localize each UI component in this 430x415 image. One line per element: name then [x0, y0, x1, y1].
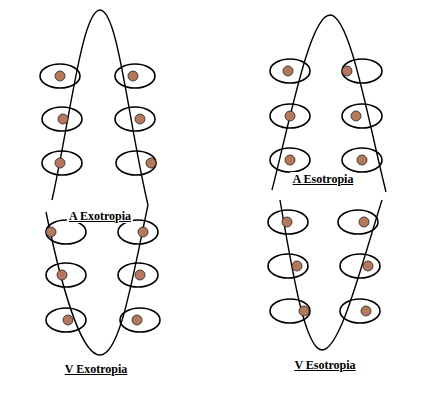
- panel-label: A Esotropia: [291, 172, 356, 186]
- panel-label: A Exotropia: [67, 209, 133, 223]
- pupils: [46, 66, 373, 325]
- eye-outlines: [40, 59, 382, 332]
- gaze-curves: [46, 10, 386, 355]
- panel-label: V Exotropia: [63, 362, 130, 376]
- panel-label: V Esotropia: [292, 358, 357, 372]
